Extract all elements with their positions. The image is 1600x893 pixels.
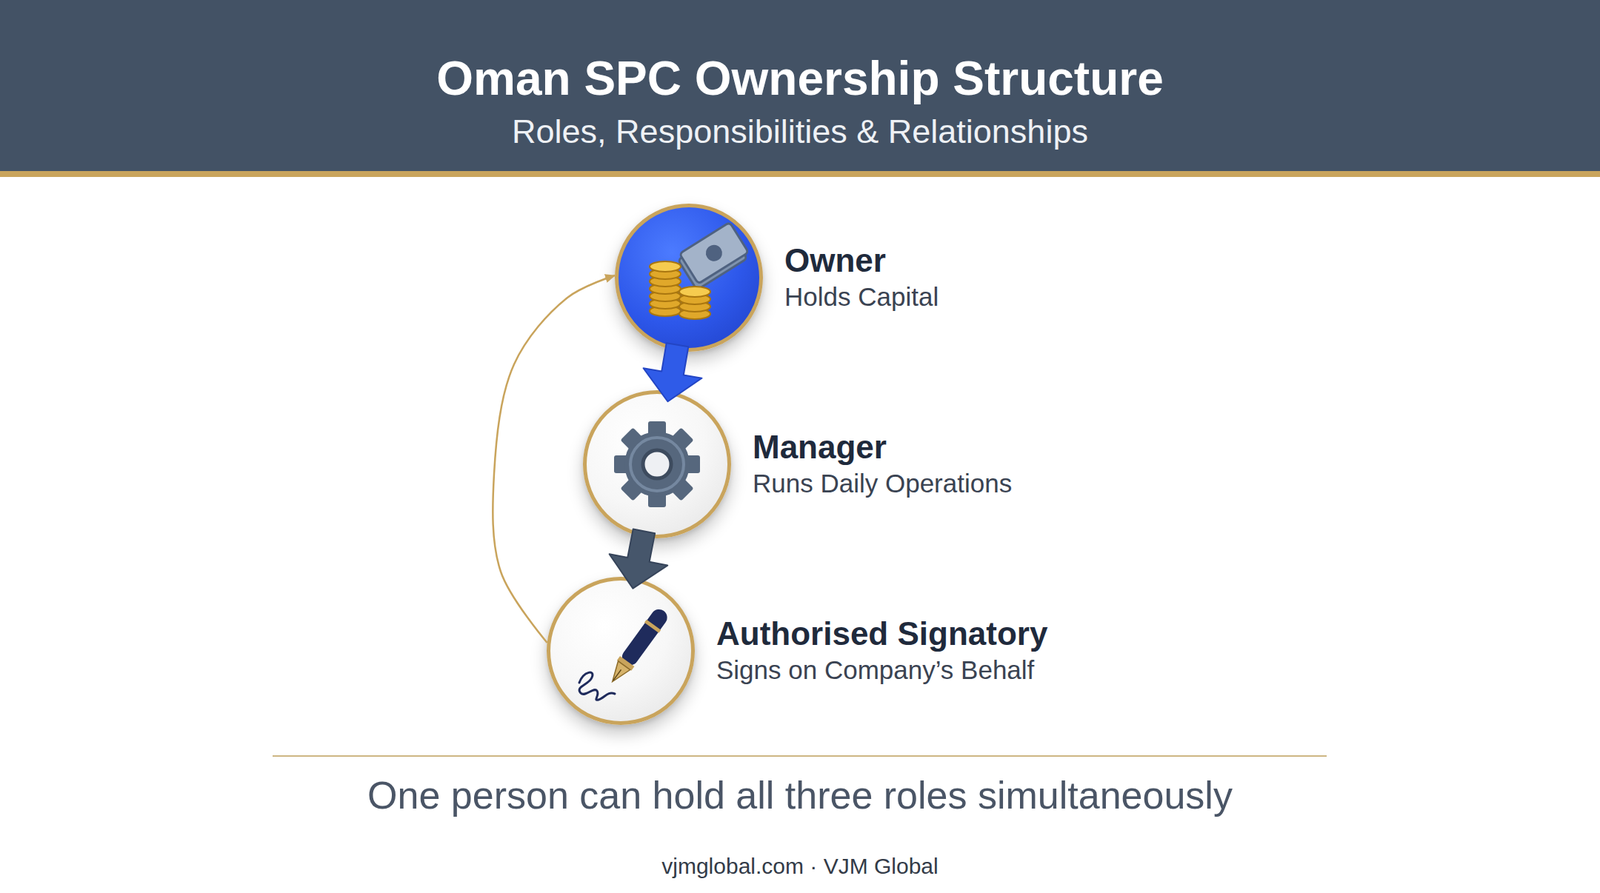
role-text-group: OwnerHolds Capital (784, 241, 1348, 315)
banknote (679, 222, 749, 284)
gear-hole (642, 450, 672, 479)
coin (649, 283, 681, 295)
role-text-group: ManagerRuns Daily Operations (752, 428, 1316, 501)
role-circle: Authorised SignatorySigns on Company’s B… (546, 577, 695, 726)
nib-slit (613, 669, 622, 681)
pen-nib (606, 661, 631, 687)
pen-icon (579, 605, 672, 700)
gear-tooth (666, 474, 695, 502)
coin (679, 301, 711, 312)
return-arrow (492, 275, 615, 643)
coin (679, 286, 711, 298)
header-rule (0, 171, 1600, 178)
separator-line (272, 755, 1327, 758)
gear-rim (630, 437, 684, 492)
gear-body (624, 431, 690, 498)
role-title: Authorised Signatory (716, 614, 1280, 654)
gear-tooth (614, 455, 635, 474)
caption: One person can hold all three roles simu… (0, 771, 1600, 820)
role-title: Owner (784, 241, 1348, 280)
subtitle: Roles, Responsibilities & Relationships (0, 111, 1600, 153)
coin (649, 291, 681, 302)
flow-arrow (643, 342, 703, 402)
pen-body (618, 606, 671, 669)
coin (649, 298, 681, 309)
banknote (677, 228, 747, 290)
title: Oman SPC Ownership Structure (0, 48, 1600, 109)
footer-credit: vjmglobal.com · VJM Global (0, 851, 1600, 882)
gear-tooth (666, 428, 695, 456)
gear-tooth (620, 428, 649, 456)
role-circle: OwnerHolds Capital (614, 203, 763, 352)
gear-tooth (648, 486, 666, 508)
banknote-seal (702, 242, 726, 265)
role-description: Runs Daily Operations (752, 466, 1316, 501)
role-title: Manager (752, 428, 1316, 467)
flow-arrow (609, 528, 669, 589)
coin (649, 305, 681, 317)
signature-scribble (579, 672, 615, 700)
coin (649, 268, 681, 280)
role-description: Holds Capital (784, 280, 1348, 315)
role-circle: ManagerRuns Daily Operations (582, 390, 732, 539)
money-icon (649, 222, 752, 320)
pen-band (644, 620, 661, 634)
role-text-group: Authorised SignatorySigns on Company’s B… (716, 614, 1280, 688)
gear-tooth (648, 421, 666, 443)
gear-tooth (679, 455, 700, 474)
coin (679, 294, 711, 305)
coin (649, 261, 681, 272)
gear-icon (614, 421, 700, 508)
pen-band (617, 656, 635, 672)
gear-tooth (620, 474, 649, 502)
role-description: Signs on Company’s Behalf (716, 653, 1280, 688)
coin (679, 308, 711, 320)
coin (649, 276, 681, 287)
